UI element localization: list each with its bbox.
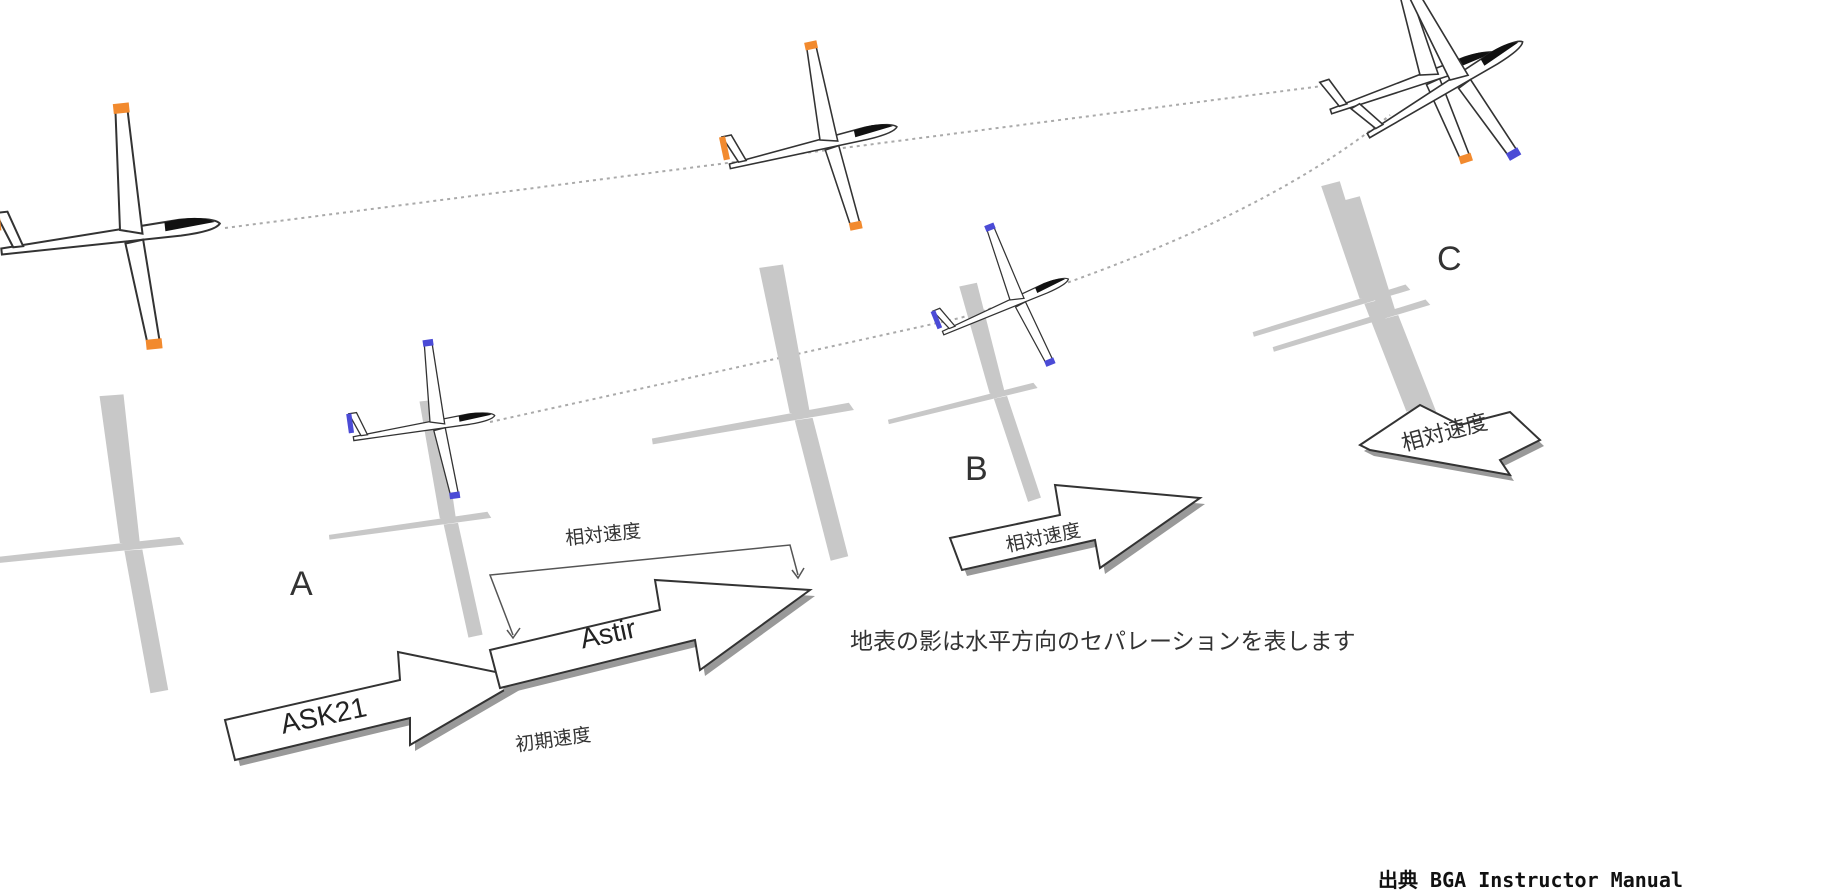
astir-glider-c	[1313, 0, 1572, 217]
shadow-a-astir	[316, 395, 504, 652]
shadow-a-ask21	[0, 390, 195, 705]
point-c-label: C	[1437, 240, 1462, 278]
ask21-glider-b	[706, 31, 917, 253]
point-b-label: B	[965, 450, 988, 488]
shadow-b-ask21	[630, 257, 875, 584]
shadow-caption: 地表の影は水平方向のセパレーションを表します	[850, 629, 1356, 655]
astir-flight-path	[489, 114, 1391, 423]
relative-speed-arrow-b	[948, 483, 1205, 576]
ask21-glider-c	[1296, 0, 1527, 198]
source-credit: 出典 BGA Instructor Manual	[1378, 868, 1683, 892]
relative-speed-bracket-a	[488, 544, 799, 636]
ask21-arrow	[223, 650, 530, 766]
ask21-glider-a	[0, 99, 233, 364]
astir-glider-b	[911, 207, 1096, 398]
relative-speed-arrow-c	[1358, 403, 1544, 481]
astir-glider-a	[339, 335, 506, 511]
point-a-label: A	[290, 565, 313, 603]
astir-arrow	[488, 578, 815, 694]
